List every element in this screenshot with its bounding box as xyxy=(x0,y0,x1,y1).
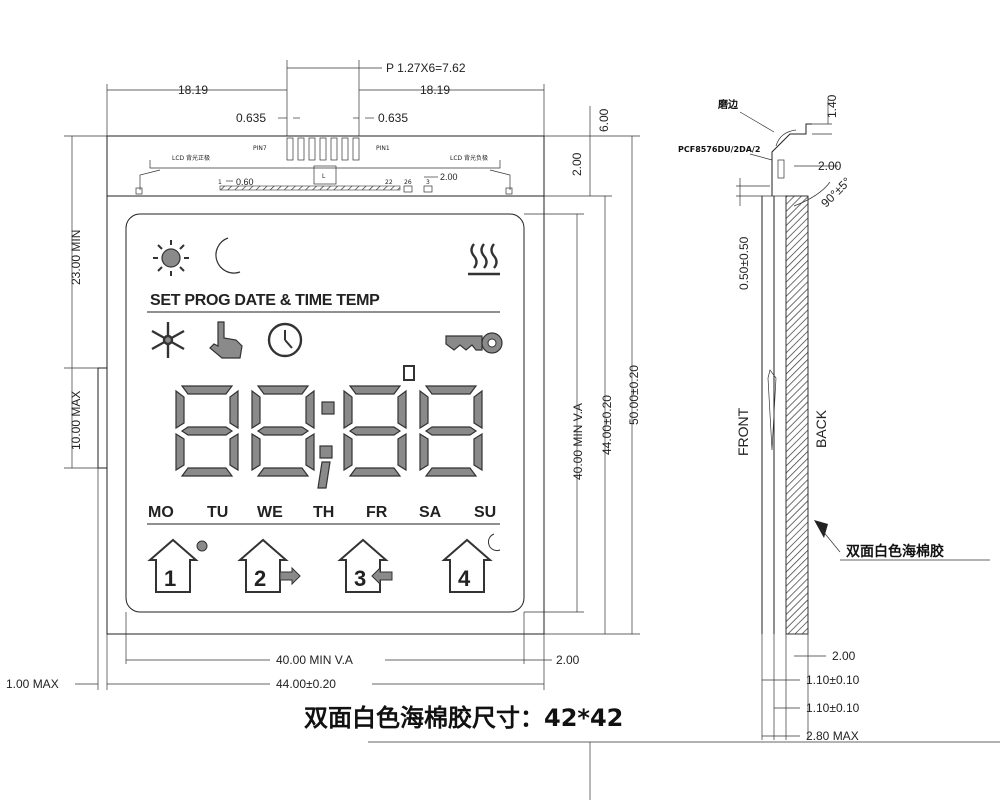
day-mo: MO xyxy=(148,504,174,521)
total-max-dim: 2.80 MAX xyxy=(806,729,859,743)
front-view: PIN7 PIN1 LCD 背光正极 LCD 背光负极 L 1 22 26 3 … xyxy=(97,135,545,635)
thick-2-dim: 1.10±0.10 xyxy=(806,701,860,715)
program-3: 3 xyxy=(337,538,393,593)
right-offset-dim: 18.19 xyxy=(420,83,450,97)
pin1-label: PIN1 xyxy=(376,145,390,152)
va-width-dim: 40.00 MIN V.A xyxy=(276,653,353,667)
pin-width-right-dim: 0.635 xyxy=(378,111,408,125)
pin-width-left-dim: 0.635 xyxy=(236,111,266,125)
digit-4 xyxy=(419,385,483,477)
degree-icon xyxy=(403,365,415,381)
day-th: TH xyxy=(313,504,334,521)
pitch-dim: P 1.27X6=7.62 xyxy=(386,61,466,75)
weekday-row: MO TU WE TH FR SA SU xyxy=(148,504,496,521)
digit-2 xyxy=(251,385,315,477)
right-margin-dim: 2.00 xyxy=(556,653,580,667)
day-we: WE xyxy=(257,504,283,521)
day-sa: SA xyxy=(419,504,442,521)
side-view: 1.40 2.00 90°±5° 磨边 PCF8576DU/2DA/2 0.50… xyxy=(678,94,990,743)
glass-height-dim: 44.00±0.20 xyxy=(600,395,614,455)
center-glyph: L xyxy=(322,173,326,180)
bottom-dimensions: 40.00 MIN V.A 2.00 44.00±0.20 1.00 MAX xyxy=(6,468,580,691)
left-dimensions: 23.00 MIN 10.00 MAX xyxy=(64,135,107,469)
top-dimensions: P 1.27X6=7.62 18.19 18.19 0.635 0.635 6.… xyxy=(106,60,640,197)
min-height-dim: 23.00 MIN xyxy=(69,230,83,285)
foam-layer xyxy=(785,195,809,635)
key-icon xyxy=(445,332,503,354)
program-4: 4 xyxy=(441,533,501,593)
svg-text:4: 4 xyxy=(458,566,471,591)
fpc-pins xyxy=(286,137,360,161)
digit-3 xyxy=(343,385,407,477)
heat-icon xyxy=(468,243,500,276)
pad-num-22: 22 xyxy=(385,179,393,186)
thick-1-dim: 1.10±0.10 xyxy=(806,673,860,687)
program-1: 1 xyxy=(147,538,208,593)
colon xyxy=(317,401,335,489)
gap-dim: 0.50±0.50 xyxy=(737,236,751,290)
bottom-2-dim: 2.00 xyxy=(832,649,856,663)
menu-text: SET PROG DATE & TIME TEMP xyxy=(150,292,380,309)
clock-icon xyxy=(267,322,303,358)
pad-num-1: 1 xyxy=(218,179,222,186)
polarizer-label: PCF8576DU/2DA/2 xyxy=(678,145,760,154)
pad-pitch-dim: 0.60 xyxy=(236,177,254,187)
moon-icon xyxy=(215,237,241,274)
foam-label: 双面白色海棉胶 xyxy=(846,543,944,560)
right-dimensions: 40.00 MIN V.A 44.00±0.20 50.00±0.20 xyxy=(524,136,641,635)
day-tu: TU xyxy=(207,504,228,521)
hand-icon xyxy=(209,321,243,359)
digit-1 xyxy=(175,385,239,477)
snowflake-icon xyxy=(151,322,185,358)
pin7-label: PIN7 xyxy=(253,145,267,152)
top-thickness-dim: 1.40 xyxy=(825,94,839,118)
program-2: 2 xyxy=(237,538,301,593)
pad-width-dim: 2.00 xyxy=(440,172,458,182)
angle-dim: 90°±5° xyxy=(818,174,854,210)
front-label: FRONT xyxy=(735,407,751,456)
day-fr: FR xyxy=(366,504,388,521)
sun-icon xyxy=(153,240,189,276)
glass-width-dim: 44.00±0.20 xyxy=(276,677,336,691)
pad-num-26: 26 xyxy=(404,179,412,186)
tab-height-dim: 10.00 MAX xyxy=(69,391,83,450)
step-dim: 2.00 xyxy=(818,159,842,173)
svg-text:1: 1 xyxy=(164,566,176,591)
pad-num-3: 3 xyxy=(426,179,430,186)
back-label: BACK xyxy=(813,409,829,448)
left-offset-dim: 18.19 xyxy=(178,83,208,97)
lcd-right-label: LCD 背光负极 xyxy=(450,154,488,162)
foam-size-caption: 双面白色海棉胶尺寸：42*42 xyxy=(304,704,623,732)
svg-text:2: 2 xyxy=(254,566,266,591)
day-su: SU xyxy=(474,504,496,521)
fpc-height-dim: 2.00 xyxy=(570,152,584,176)
edge-max-dim: 1.00 MAX xyxy=(6,677,59,691)
top-height-dim: 6.00 xyxy=(597,108,611,132)
edge-label: 磨边 xyxy=(717,98,739,111)
svg-text:3: 3 xyxy=(354,566,366,591)
lcd-left-label: LCD 背光正极 xyxy=(172,154,210,162)
va-height-dim: 40.00 MIN V.A xyxy=(571,403,585,480)
outline-height-dim: 50.00±0.20 xyxy=(627,365,641,425)
lcd-display: SET PROG DATE & TIME TEMP xyxy=(147,237,503,593)
